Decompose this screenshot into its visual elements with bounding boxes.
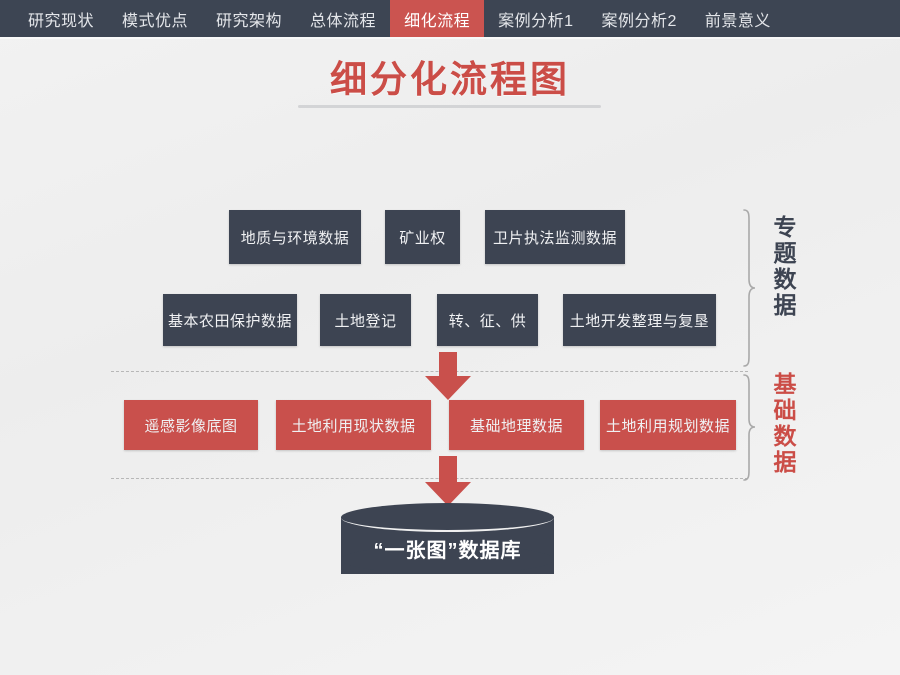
- nav-tab-label: 总体流程: [310, 12, 377, 30]
- arrow-theme-to-base-icon: [425, 352, 471, 400]
- nav-bottom-rule: [0, 37, 900, 39]
- node-basic-geographic-data[interactable]: 基础地理数据: [449, 400, 584, 450]
- node-label: 土地利用规划数据: [605, 417, 730, 435]
- page-title-area: 细分化流程图: [0, 58, 900, 102]
- node-remote-sensing-base-map[interactable]: 遥感影像底图: [124, 400, 258, 450]
- node-label: 矿业权: [399, 229, 446, 247]
- node-label: 土地登记: [334, 312, 397, 330]
- nav-tab-label: 研究现状: [28, 12, 95, 30]
- nav-tab-prospect-significance[interactable]: 前景意义: [691, 0, 785, 37]
- node-transfer-requisition-supply[interactable]: 转、征、供: [437, 294, 538, 346]
- node-label: 遥感影像底图: [144, 417, 238, 435]
- nav-tab-label: 前景意义: [704, 12, 771, 30]
- node-label: 土地利用现状数据: [291, 417, 416, 435]
- node-current-land-use-data[interactable]: 土地利用现状数据: [276, 400, 431, 450]
- node-land-development-consolidation-reclamation[interactable]: 土地开发整理与复垦: [563, 294, 716, 346]
- arrow-base-to-database-icon: [425, 456, 471, 508]
- nav-tab-label: 案例分析1: [498, 12, 574, 30]
- nav-tab-case-analysis-1[interactable]: 案例分析1: [484, 0, 587, 37]
- brace-base-data-icon: [742, 374, 756, 481]
- main-navigation: 研究现状 模式优点 研究架构 总体流程 细化流程 案例分析1 案例分析2 前景意…: [0, 0, 900, 37]
- node-label: 转、征、供: [448, 312, 527, 330]
- database-cylinder[interactable]: “一张图”数据库: [341, 503, 554, 588]
- cylinder-bottom-ellipse: [341, 545, 554, 574]
- node-satellite-enforcement-monitoring-data[interactable]: 卫片执法监测数据: [485, 210, 625, 264]
- nav-tab-label: 研究架构: [216, 12, 283, 30]
- base-data-group-bottom-border: [111, 478, 748, 479]
- group-label-theme-data: 专题数据: [770, 215, 796, 319]
- cylinder-top-ellipse: [341, 503, 554, 532]
- node-geology-environment-data[interactable]: 地质与环境数据: [229, 210, 361, 264]
- node-label: 地质与环境数据: [240, 229, 350, 247]
- arrow-shaft: [439, 456, 457, 482]
- nav-tab-label: 细化流程: [404, 12, 471, 30]
- node-label: 基础地理数据: [469, 417, 563, 435]
- arrow-shaft: [439, 352, 457, 376]
- nav-tab-overall-process[interactable]: 总体流程: [296, 0, 390, 37]
- node-basic-farmland-protection-data[interactable]: 基本农田保护数据: [163, 294, 297, 346]
- brace-theme-data-icon: [742, 209, 756, 367]
- node-label: 土地开发整理与复垦: [569, 312, 710, 330]
- node-label: 基本农田保护数据: [167, 312, 292, 330]
- group-label-base-data: 基础数据: [770, 372, 796, 476]
- title-divider: [298, 105, 601, 108]
- nav-tab-research-status[interactable]: 研究现状: [14, 0, 108, 37]
- base-data-group-top-border: [111, 371, 748, 372]
- nav-tab-model-advantages[interactable]: 模式优点: [108, 0, 202, 37]
- arrow-head: [425, 482, 471, 506]
- nav-tab-case-analysis-2[interactable]: 案例分析2: [587, 0, 690, 37]
- page-title: 细分化流程图: [330, 59, 570, 100]
- node-land-use-planning-data[interactable]: 土地利用规划数据: [600, 400, 736, 450]
- database-label: “一张图”数据库: [373, 539, 522, 562]
- nav-tab-research-framework[interactable]: 研究架构: [202, 0, 296, 37]
- node-mining-rights[interactable]: 矿业权: [385, 210, 460, 264]
- nav-tab-detailed-process[interactable]: 细化流程: [390, 0, 485, 37]
- arrow-head: [425, 376, 471, 400]
- node-label: 卫片执法监测数据: [492, 229, 617, 247]
- nav-tab-label: 模式优点: [122, 12, 189, 30]
- node-land-registration[interactable]: 土地登记: [320, 294, 411, 346]
- nav-tab-label: 案例分析2: [601, 12, 677, 30]
